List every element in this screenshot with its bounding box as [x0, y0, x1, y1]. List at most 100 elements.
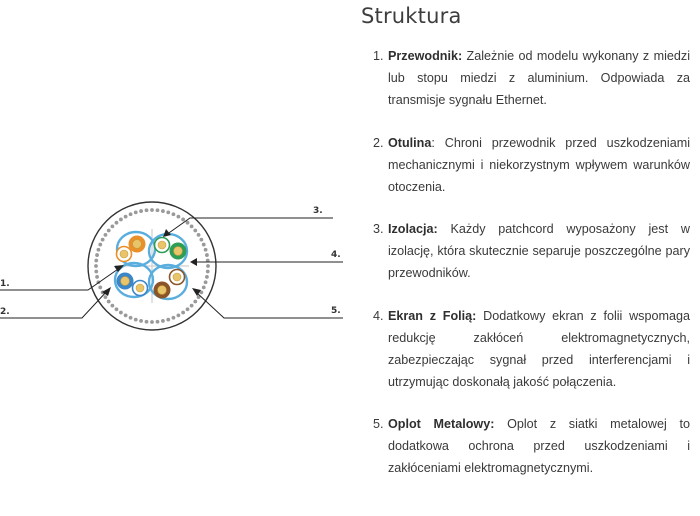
list-item-number: 1. — [373, 49, 384, 63]
braid-strand — [199, 290, 204, 295]
copper-conductor — [157, 285, 167, 295]
braid-strand — [166, 210, 171, 215]
list-item-description: Każdy patchcord wyposażony jest w izolac… — [388, 222, 690, 280]
braid-strand — [189, 303, 194, 308]
list-item-description: Dodatkowy ekran z folii wspomaga redukcj… — [388, 308, 690, 389]
leader-line-3 — [165, 217, 333, 236]
diagram-label-4: 4. — [331, 250, 341, 260]
braid-strand — [176, 214, 181, 219]
braid-strand — [103, 232, 108, 237]
braid-strand — [161, 209, 165, 213]
braid-strand — [205, 269, 210, 274]
pair-brown — [147, 263, 189, 301]
braid-strand — [114, 307, 119, 312]
arrowhead-5 — [192, 288, 201, 296]
foil-shield — [113, 261, 155, 299]
braid-strand — [103, 295, 108, 300]
diagram-label-1: 1. — [0, 279, 10, 289]
braid-strand — [144, 319, 149, 324]
arrowhead-3 — [163, 229, 171, 237]
braid-strand — [205, 275, 209, 279]
list-item-description: Oplot z siatki metalowej to dodatkowa oc… — [388, 417, 690, 475]
braid-strand — [193, 299, 198, 304]
list-item-number: 3. — [373, 222, 384, 236]
braid-strand — [166, 317, 171, 322]
list-item-title: Przewodnik: — [388, 49, 463, 63]
list-item-title: Izolacja: — [388, 222, 438, 236]
list-item-metal-braid: 5. Oplot Metalowy: Oplot z siatki metalow… — [368, 413, 690, 479]
copper-conductor — [120, 276, 130, 286]
braid-strand — [181, 217, 186, 222]
leader-arrowheads — [102, 229, 201, 296]
braid-strand — [155, 319, 160, 324]
braid-strand — [98, 242, 103, 247]
braid-strand — [123, 214, 128, 219]
braid-strand — [150, 208, 154, 212]
metal-braid-ring — [94, 208, 210, 324]
pair-blue — [113, 261, 155, 299]
braid-strand — [94, 264, 98, 268]
braid-strand — [203, 247, 208, 252]
braid-strand — [171, 212, 176, 217]
copper-conductor — [173, 246, 183, 256]
braid-strand — [106, 299, 111, 304]
braid-strand — [206, 264, 210, 268]
braid-strand — [201, 285, 206, 290]
braid-strand — [128, 315, 133, 320]
copper-conductor — [135, 283, 145, 293]
list-item-description: Zależnie od modelu wykonany z miedzi lub… — [388, 49, 690, 107]
wire-pairs — [113, 230, 189, 301]
list-item-foil-shield: 4. Ekran z Folią: Dodatkowy ekran z folii… — [368, 305, 690, 393]
structure-list: 1. Przewodnik: Zależnie od modelu wykonan… — [368, 45, 690, 500]
leader-line-2 — [0, 289, 109, 319]
arrowhead-2 — [102, 287, 111, 296]
diagram-label-3: 3. — [313, 206, 323, 216]
list-item-number: 2. — [373, 135, 384, 150]
braid-strand — [139, 319, 143, 323]
braid-strand — [114, 220, 119, 225]
braid-strand — [155, 208, 160, 213]
arrowhead-1 — [114, 265, 124, 272]
braid-strand — [118, 310, 123, 315]
braid-strand — [161, 319, 165, 323]
braid-strand — [139, 209, 143, 213]
braid-strand — [94, 269, 99, 274]
braid-strand — [181, 310, 186, 315]
list-item-insulation: 3. Izolacja: Każdy patchcord wyposażony j… — [368, 218, 690, 284]
list-item-conductor: 1. Przewodnik: Zależnie od modelu wykonan… — [368, 45, 690, 111]
braid-strand — [196, 295, 201, 300]
braid-strand — [133, 317, 138, 322]
braid-strand — [171, 315, 176, 320]
copper-conductor — [157, 240, 167, 250]
braid-strand — [205, 253, 209, 257]
list-item-number: 5. — [373, 417, 384, 431]
list-item-title: Oplot Metalowy: — [388, 417, 495, 431]
braid-strand — [110, 224, 115, 229]
braid-strand — [144, 208, 149, 213]
braid-strand — [203, 280, 208, 285]
braid-strand — [95, 275, 99, 279]
pair-green — [147, 232, 189, 270]
list-item-jacket: 2. Otulina: Chroni przewodnik przed uszko… — [368, 132, 690, 198]
section-title: Struktura — [361, 4, 462, 28]
braid-strand — [189, 224, 194, 229]
list-item-number: 4. — [373, 308, 384, 323]
braid-strand — [150, 320, 154, 324]
list-item-description: : Chroni przewodnik przed uszkodzeniami … — [388, 135, 690, 194]
braid-strand — [205, 258, 210, 263]
braid-strand — [106, 228, 111, 233]
copper-conductor — [132, 239, 142, 249]
braid-strand — [133, 210, 138, 215]
braid-strand — [176, 313, 181, 318]
braid-strand — [95, 253, 99, 257]
braid-strand — [110, 303, 115, 308]
copper-conductor — [119, 249, 129, 259]
braid-strand — [201, 242, 206, 247]
braid-strand — [196, 232, 201, 237]
list-item-title: Ekran z Folią: — [388, 308, 477, 323]
list-item-title: Otulina — [388, 135, 432, 150]
braid-strand — [100, 237, 105, 242]
braid-strand — [128, 212, 133, 217]
diagram-label-2: 2. — [0, 307, 10, 317]
cable-cross-section-diagram: 1. 2. 3. 4. 5. — [0, 201, 343, 331]
